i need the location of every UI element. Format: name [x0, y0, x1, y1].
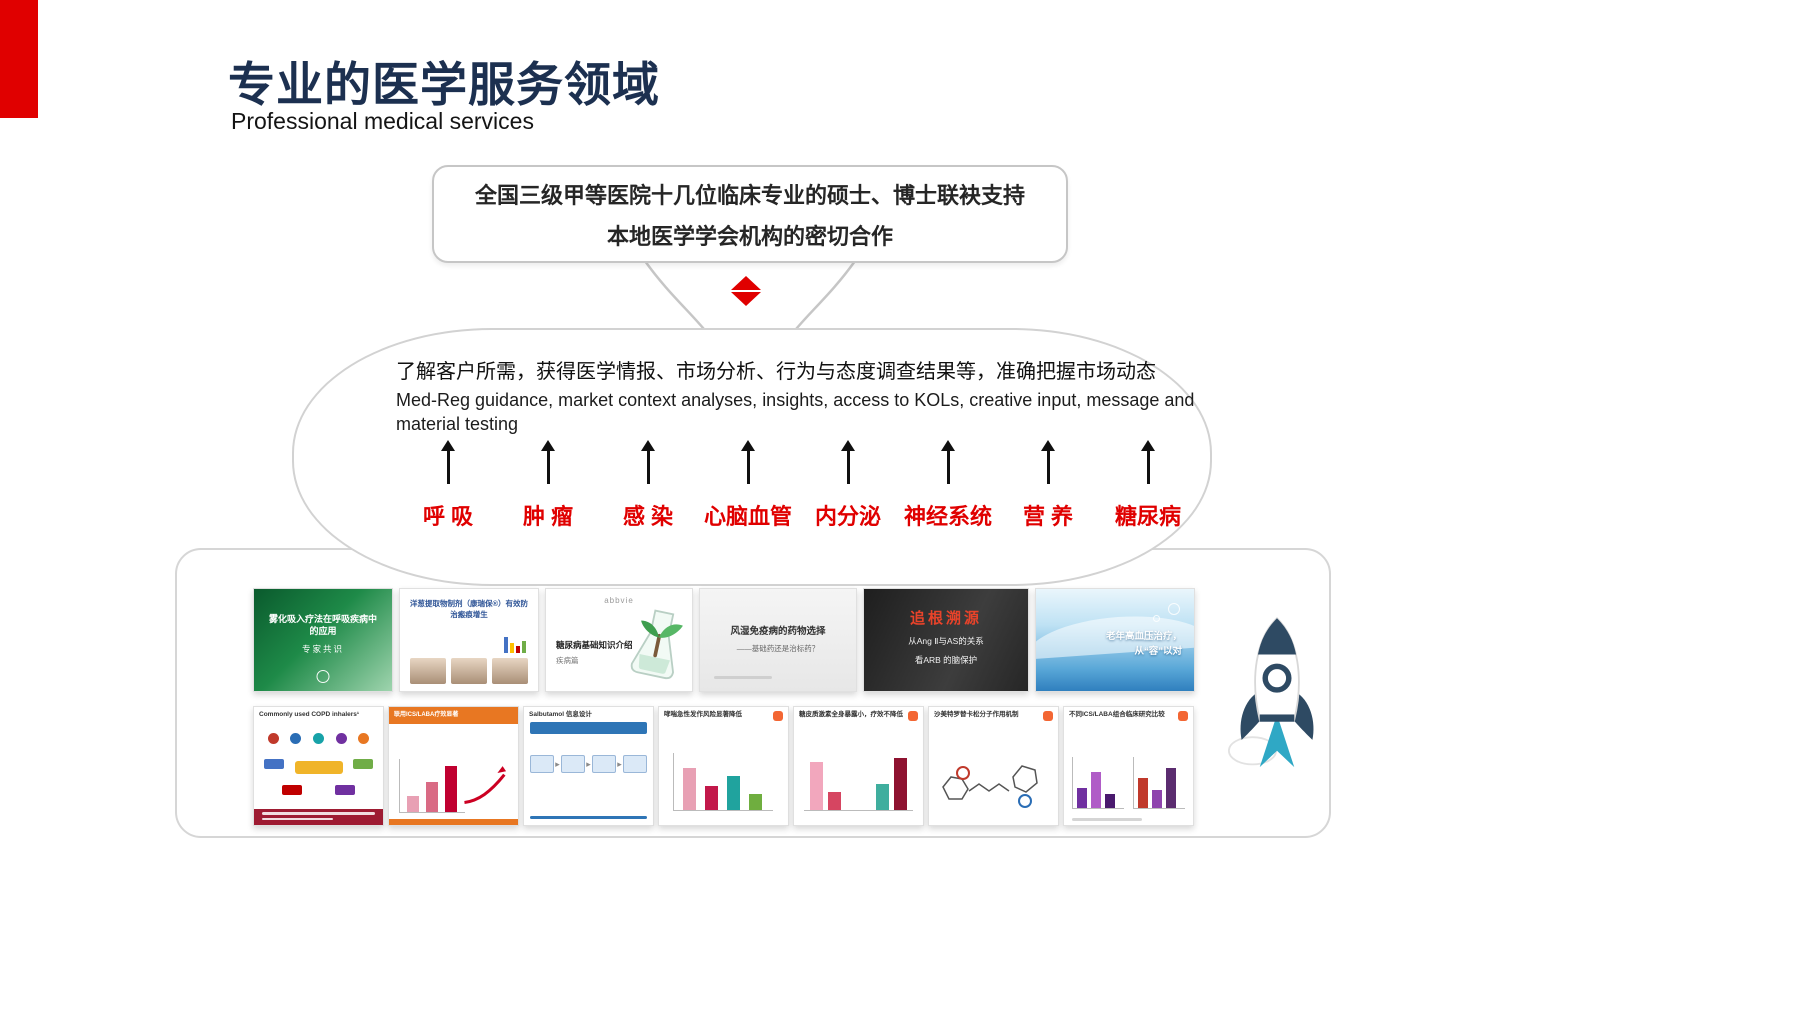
thumb-title: 追根溯源: [909, 610, 982, 627]
flow-center-box: [294, 761, 343, 774]
beaker-plant-icon: [630, 609, 683, 680]
thumb-title: 沙美特罗替卡松分子作用机制: [934, 711, 1019, 718]
gallery-row-bottom: Commonly used COPD inhalers¹ 联用ICS/LABA疗…: [253, 706, 1194, 826]
footer-band: [389, 819, 518, 825]
page-title: 专业的医学服务领域: [228, 58, 660, 111]
rising-arrow-icon: [464, 766, 507, 804]
area-column-endocrine: 内分泌: [798, 440, 898, 531]
inhaler-icons-row: [262, 733, 375, 744]
thumbnail-rheumatology-drugs[interactable]: 风湿免疫病的药物选择 ——基础药还是治标药？: [699, 588, 857, 692]
area-label: 心脑血管: [703, 504, 792, 529]
support-bubble-line1: 全国三级甲等医院十几位临床专业的硕士、博士联袂支持: [474, 182, 1025, 208]
thumbnail-onion-extract[interactable]: 洋葱提取物制剂（康瑞保®）有效防治瘢痕增生: [399, 588, 539, 692]
mini-bar-chart: [673, 753, 773, 811]
thumbnail-nebulization-consensus[interactable]: 雾化吸入疗法在呼吸疾病中的应用 专家共识: [253, 588, 393, 692]
area-column-infection: 感 染: [598, 440, 698, 531]
red-diamond-icon: [730, 276, 762, 306]
ring-logo-icon: [316, 670, 330, 683]
support-bubble-line2: 本地医学学会机构的密切合作: [606, 223, 893, 249]
thumb-subtitle: 疾病篇: [556, 656, 579, 665]
gallery-row-top: 雾化吸入疗法在呼吸疾病中的应用 专家共识 洋葱提取物制剂（康瑞保®）有效防治瘢痕…: [253, 588, 1195, 692]
thumb-line1: 从Ang Ⅱ与AS的关系: [908, 636, 984, 646]
thumb-subtitle: 专家共识: [301, 644, 344, 655]
up-arrow-icon: [741, 440, 755, 451]
orange-logo-icon: [1178, 711, 1188, 721]
area-column-respiratory: 呼 吸: [398, 440, 498, 531]
area-column-nutrition: 营 养: [998, 440, 1098, 531]
thumbnail-copd-inhalers[interactable]: Commonly used COPD inhalers¹: [253, 706, 384, 826]
thumb-title: 糖皮质激素全身暴露小，疗效不降低: [799, 711, 903, 718]
up-arrow-icon: [541, 440, 555, 451]
flow-diagram: ▸▸▸: [530, 755, 647, 773]
thumb-title: Commonly used COPD inhalers¹: [259, 711, 360, 718]
page-subtitle: Professional medical services: [231, 108, 534, 134]
insights-line-cn: 了解客户所需，获得医学情报、市场分析、行为与态度调查结果等，准确把握市场动态: [396, 361, 1156, 383]
corner-accent-bar: [0, 0, 38, 118]
area-label: 呼 吸: [422, 504, 474, 529]
orange-logo-icon: [773, 711, 783, 721]
up-arrow-icon: [1141, 440, 1155, 451]
area-column-diabetes: 糖尿病: [1098, 440, 1198, 531]
thumb-title: 联用ICS/LABA疗效显著: [389, 707, 518, 724]
thumb-subtitle: 从“容”以对: [1134, 646, 1182, 658]
thumbnail-diabetes-basics[interactable]: abbvie 糖尿病基础知识介绍 疾病篇: [545, 588, 693, 692]
thumb-title: 不同ICS/LABA组合临床研究比较: [1069, 711, 1165, 718]
thumbnail-salbutamol-design[interactable]: Salbutamol 信息设计 ▸▸▸: [523, 706, 654, 826]
up-arrow-icon: [641, 440, 655, 451]
rocket-illustration: [1227, 616, 1314, 768]
bubble-decoration: [1168, 603, 1180, 615]
area-column-neurology: 神经系统: [898, 440, 998, 531]
thumb-title: 老年高血压治疗，: [1105, 631, 1182, 642]
mini-bar-chart: [399, 759, 465, 813]
thumb-title: 洋葱提取物制剂（康瑞保®）有效防治瘢痕增生: [409, 599, 529, 619]
support-bubble: 全国三级甲等医院十几位临床专业的硕士、博士联袂支持 本地医学学会机构的密切合作: [432, 165, 1068, 263]
footer-band: [254, 809, 383, 825]
insights-text-block: 了解客户所需，获得医学情报、市场分析、行为与态度调查结果等，准确把握市场动态 M…: [396, 355, 1208, 437]
up-arrow-icon: [441, 440, 455, 451]
up-arrow-icon: [1041, 440, 1055, 451]
up-arrow-icon: [941, 440, 955, 451]
mini-bar-charts: [804, 753, 913, 811]
footer-text-placeholder: [1072, 818, 1142, 821]
molecule-diagram: [942, 765, 1038, 808]
area-label: 感 染: [622, 504, 674, 529]
area-label: 神经系统: [903, 504, 992, 529]
thumb-title: Salbutamol 信息设计: [529, 711, 592, 718]
thumb-title: 哮喘急性发作风险显著降低: [664, 711, 742, 718]
area-column-oncology: 肿 瘤: [498, 440, 598, 531]
header-band: [530, 722, 647, 735]
thumbnail-systemic-exposure[interactable]: 糖皮质激素全身暴露小，疗效不降低: [793, 706, 924, 826]
insights-line-en: Med-Reg guidance, market context analyse…: [396, 390, 1195, 434]
thumbnail-elderly-hypertension[interactable]: 老年高血压治疗， 从“容”以对: [1035, 588, 1195, 692]
orange-logo-icon: [908, 711, 918, 721]
mini-bar-charts: [1072, 757, 1185, 809]
area-label: 营 养: [1022, 504, 1074, 529]
thumbnail-molecular-mechanism[interactable]: 沙美特罗替卡松分子作用机制: [928, 706, 1059, 826]
area-label: 糖尿病: [1114, 504, 1181, 529]
thumbnail-ics-laba-comparison[interactable]: 不同ICS/LABA组合临床研究比较: [1063, 706, 1194, 826]
speaker-photos: [410, 658, 528, 684]
thumb-title: 风湿免疫病的药物选择: [730, 626, 826, 637]
thumb-title: 雾化吸入疗法在呼吸疾病中的应用: [268, 614, 377, 637]
thumbnail-ics-laba-efficacy[interactable]: 联用ICS/LABA疗效显著: [388, 706, 519, 826]
footer-band: [530, 816, 647, 819]
brand-text: abbvie: [604, 596, 634, 605]
thumb-title: 糖尿病基础知识介绍: [556, 640, 633, 650]
area-column-cardio: 心脑血管: [698, 440, 798, 531]
bubble-decoration: [1153, 615, 1160, 622]
thumbnail-asthma-risk[interactable]: 哮喘急性发作风险显著降低: [658, 706, 789, 826]
insights-cloud-shape: [292, 328, 1212, 586]
thumb-subtitle: ——基础药还是治标药？: [736, 644, 820, 653]
therapy-areas-row: 呼 吸 肿 瘤 感 染 心脑血管 内分泌 神经系统 营 养 糖尿病: [398, 440, 1198, 531]
thumbnail-arb-brain-protection[interactable]: 追根溯源 从Ang Ⅱ与AS的关系 看ARB 的脑保护: [863, 588, 1029, 692]
footer-text-placeholder: [714, 676, 772, 679]
orange-logo-icon: [1043, 711, 1053, 721]
thumb-line2: 看ARB 的脑保护: [914, 655, 978, 665]
up-arrow-icon: [841, 440, 855, 451]
area-label: 内分泌: [814, 504, 881, 529]
mini-bar-chart: [504, 635, 526, 653]
area-label: 肿 瘤: [522, 504, 574, 529]
thumb-title-block: 老年高血压治疗， 从“容”以对: [1106, 629, 1182, 659]
